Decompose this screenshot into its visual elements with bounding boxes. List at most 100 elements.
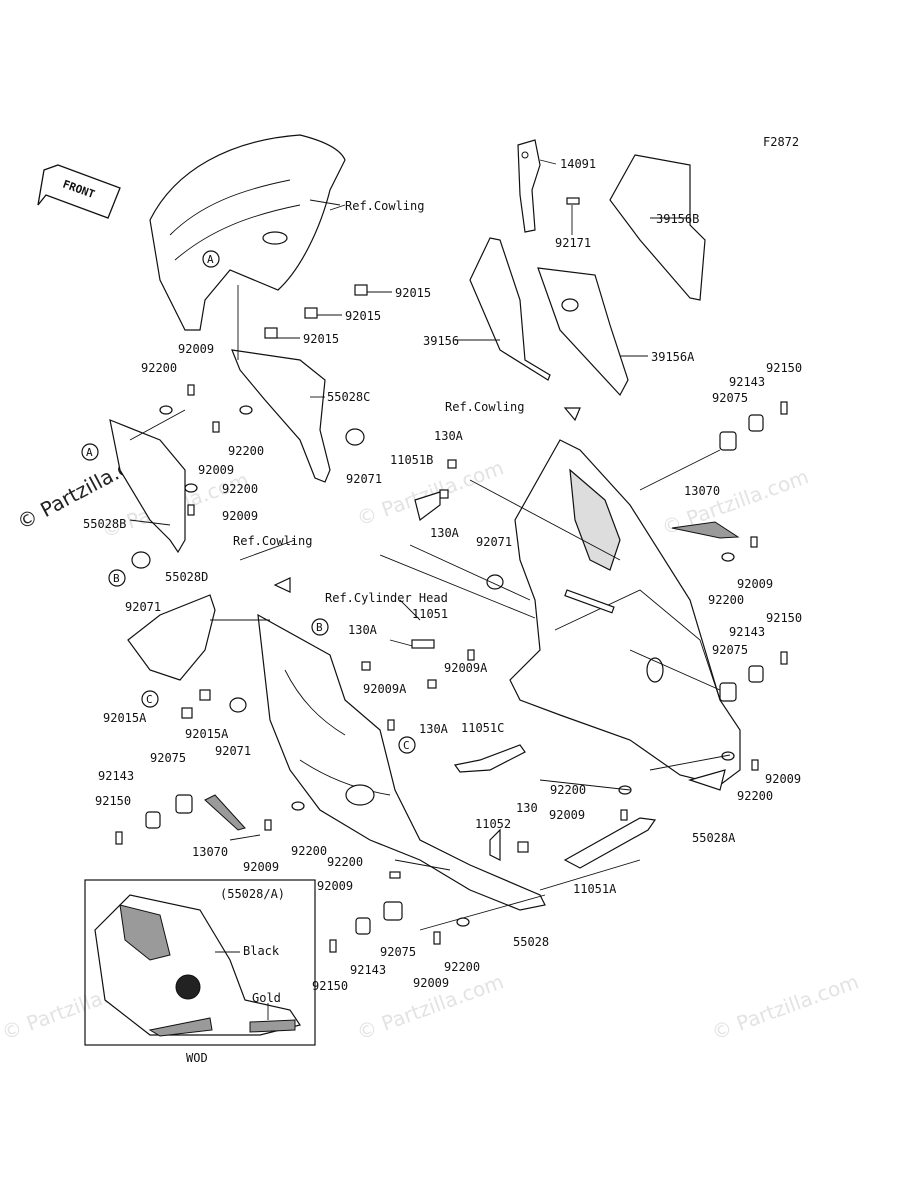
label-92150: 92150 xyxy=(95,794,131,808)
label-39156B: 39156B xyxy=(656,212,699,226)
label-92150: 92150 xyxy=(766,361,802,375)
label-92009: 92009 xyxy=(413,976,449,990)
label-92075: 92075 xyxy=(150,751,186,765)
grommet-92071 xyxy=(131,551,151,569)
label-39156: 39156 xyxy=(423,334,459,348)
clip-92015A xyxy=(181,707,193,719)
label-92200: 92200 xyxy=(737,789,773,803)
rubber-92075 xyxy=(719,682,737,702)
bolt-92009 xyxy=(264,819,272,831)
strip-55028A xyxy=(687,769,726,791)
label-11051C: 11051C xyxy=(461,721,504,735)
bolt-130A xyxy=(427,679,437,689)
callout-b-label: B xyxy=(113,572,120,585)
upper-cowling xyxy=(149,134,346,331)
front-arrow-icon: FRONT xyxy=(37,164,121,219)
label-92171: 92171 xyxy=(555,236,591,250)
leader-lines xyxy=(129,159,731,931)
label-55028A: 55028A xyxy=(692,831,736,845)
label-92009: 92009 xyxy=(178,342,214,356)
collar-92143 xyxy=(748,665,764,683)
label-92071: 92071 xyxy=(476,535,512,549)
label-11051: 11051 xyxy=(412,607,448,621)
label-11051A: 11051A xyxy=(573,882,617,896)
label-92009: 92009 xyxy=(737,577,773,591)
label-92009: 92009 xyxy=(317,879,353,893)
label-130A: 130A xyxy=(430,526,460,540)
bolt-92150 xyxy=(329,939,337,953)
figure-id: F2872 xyxy=(763,135,799,149)
washer-92200 xyxy=(159,405,173,415)
label-92200: 92200 xyxy=(550,783,586,797)
label-92150: 92150 xyxy=(312,979,348,993)
bracket-14091 xyxy=(517,139,541,233)
label-92143: 92143 xyxy=(350,963,386,977)
label-92075: 92075 xyxy=(712,643,748,657)
emblem-13070 xyxy=(204,794,246,831)
emblem-13070 xyxy=(671,521,740,539)
bracket-11051B xyxy=(414,491,441,522)
label-11052: 11052 xyxy=(475,817,511,831)
bolt-92009 xyxy=(433,931,441,945)
rubber-92075 xyxy=(719,431,737,451)
label-92200: 92200 xyxy=(708,593,744,607)
bolt-130A xyxy=(361,661,371,671)
heat-guard-39156A xyxy=(537,267,629,397)
label-92071: 92071 xyxy=(346,472,382,486)
bolt-92150 xyxy=(780,651,788,665)
label-92200: 92200 xyxy=(327,855,363,869)
rubber-92075 xyxy=(175,794,193,814)
bolt-92009 xyxy=(187,504,195,516)
collar-92143 xyxy=(748,414,764,432)
label-14091: 14091 xyxy=(560,157,596,171)
label-130A: 130A xyxy=(434,429,464,443)
bolt-92009A xyxy=(387,719,395,731)
label-92015A: 92015A xyxy=(103,711,147,725)
inset-gold-label: Gold xyxy=(252,991,281,1005)
bolt-130A xyxy=(439,489,449,499)
washer-92200 xyxy=(184,483,198,493)
bracket-11051A xyxy=(563,817,657,869)
label-92200: 92200 xyxy=(228,444,264,458)
label-55028D: 55028D xyxy=(165,570,208,584)
label-92009: 92009 xyxy=(765,772,801,786)
washer-92200 xyxy=(618,785,632,795)
label-13070: 13070 xyxy=(684,484,720,498)
lower-cowling-left xyxy=(257,613,546,911)
label-92009A: 92009A xyxy=(444,661,488,675)
label-130: 130 xyxy=(516,801,538,815)
label-11051B: 11051B xyxy=(390,453,433,467)
washer-92200 xyxy=(721,751,735,761)
label-92015A: 92015A xyxy=(185,727,229,741)
bolt-130A xyxy=(447,459,457,469)
label-92075: 92075 xyxy=(712,391,748,405)
label-92009A: 92009A xyxy=(363,682,407,696)
label-92015: 92015 xyxy=(345,309,381,323)
bolt-130 xyxy=(517,841,529,853)
callout-c-label: C xyxy=(403,739,410,752)
grommet-92071 xyxy=(229,697,247,713)
label-92150: 92150 xyxy=(766,611,802,625)
bolt-92009A xyxy=(467,649,475,661)
inset-title: (55028/A) xyxy=(220,887,285,901)
callout-a xyxy=(202,250,220,268)
label-92009: 92009 xyxy=(222,509,258,523)
callout-b xyxy=(108,569,126,587)
clip-92015A xyxy=(199,689,211,701)
label-92009: 92009 xyxy=(243,860,279,874)
label-39156A: 39156A xyxy=(651,350,695,364)
bolt-92150 xyxy=(115,831,123,845)
label-92015: 92015 xyxy=(395,286,431,300)
callout-a xyxy=(81,443,99,461)
heat-guard-39156B xyxy=(609,154,706,301)
label-92143: 92143 xyxy=(98,769,134,783)
rubber-92075 xyxy=(383,901,403,921)
callout-a-label: A xyxy=(207,253,214,266)
heat-guard-39156 xyxy=(469,237,551,381)
inset-caption: WOD xyxy=(186,1051,208,1065)
label-ref-cowling: Ref.Cowling xyxy=(233,534,312,548)
bracket-11051C xyxy=(453,744,526,773)
label-92009: 92009 xyxy=(198,463,234,477)
bracket-11052 xyxy=(489,828,501,861)
